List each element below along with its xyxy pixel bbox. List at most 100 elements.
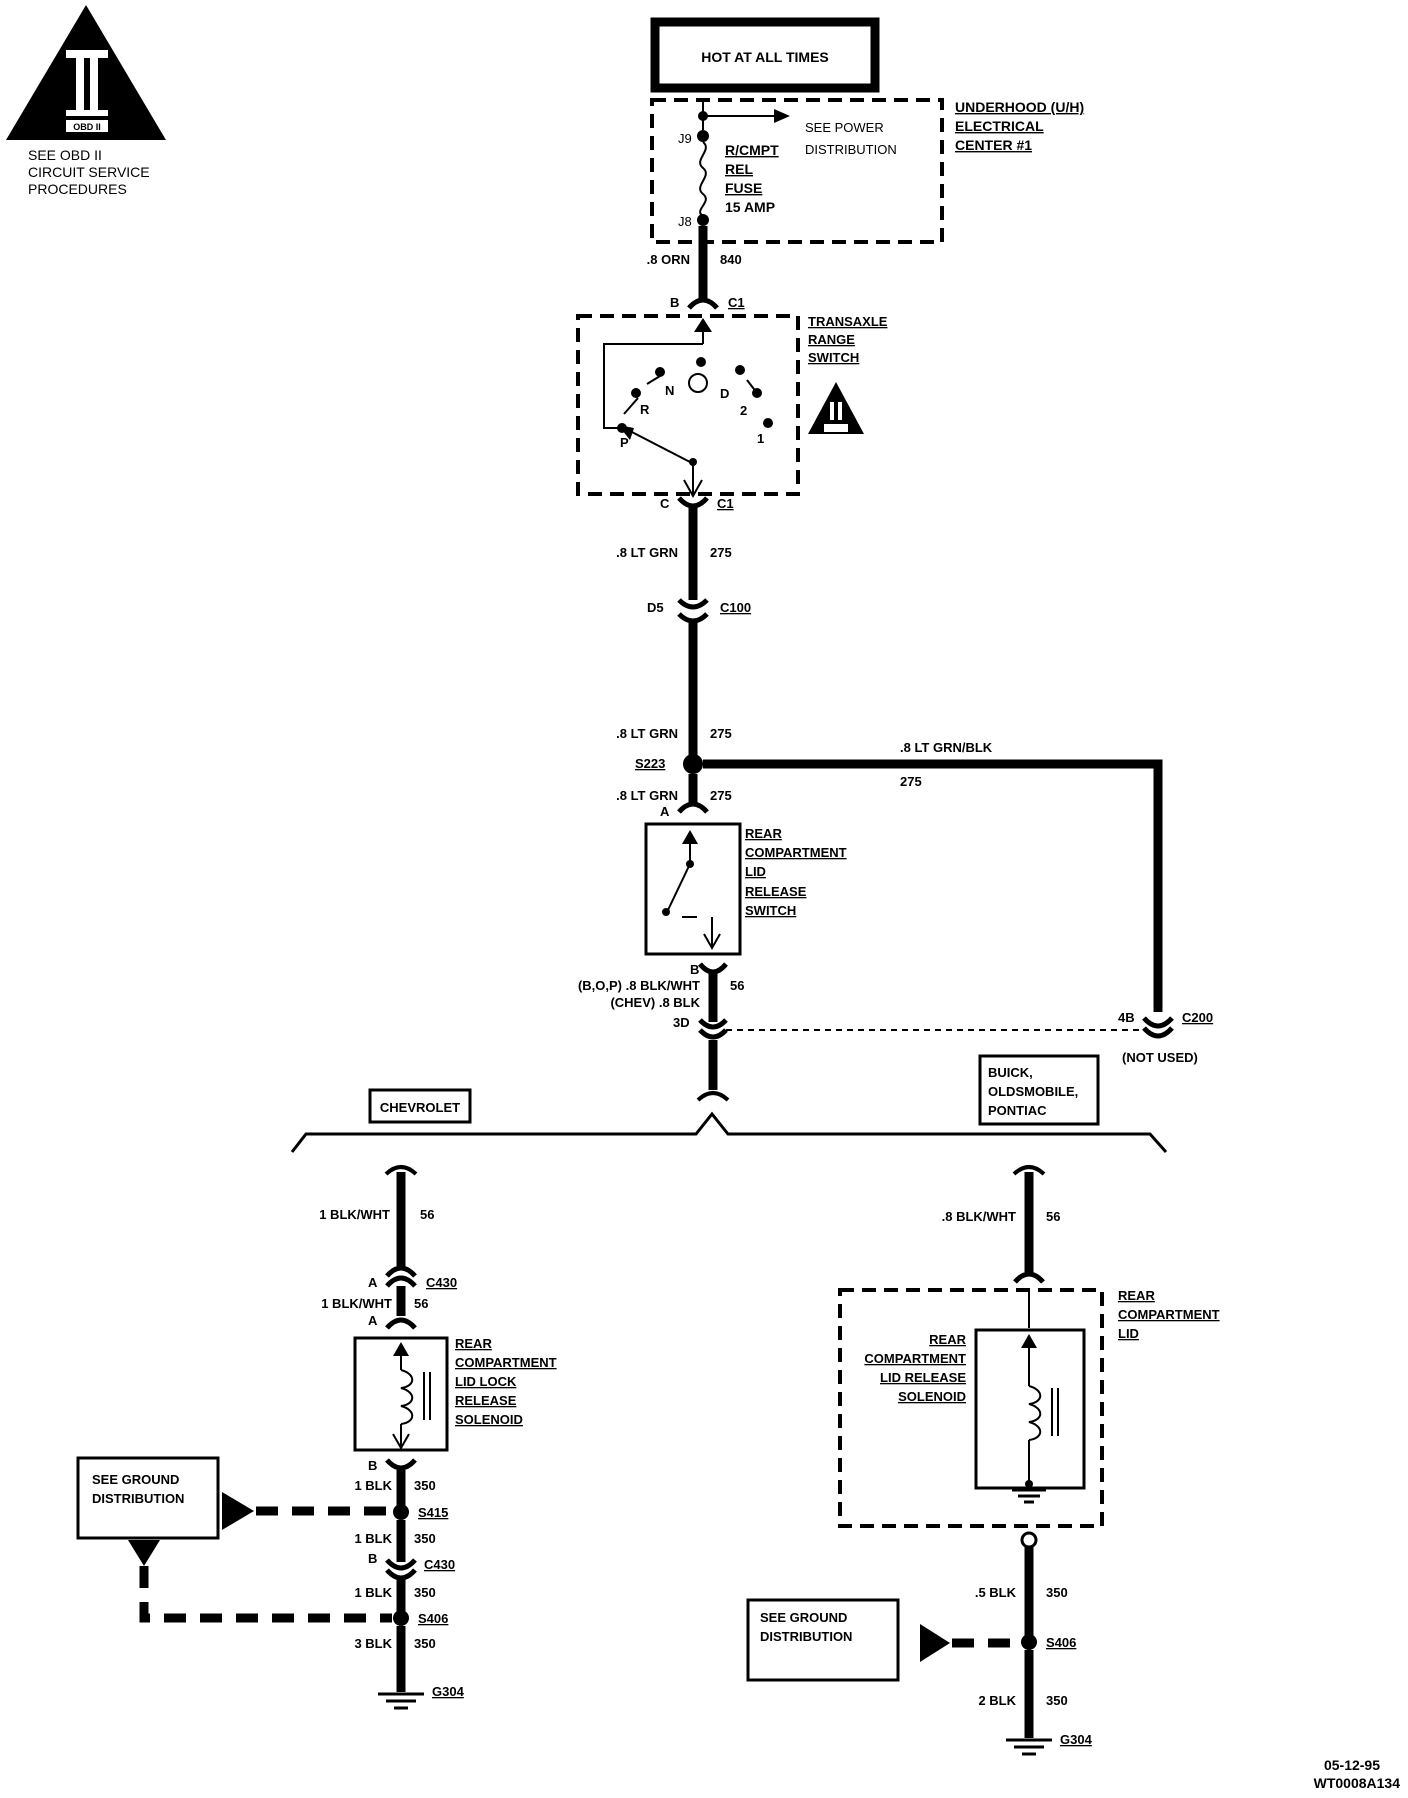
chev-wire-350-a-circuit: 350 (414, 1478, 436, 1493)
hot-at-all-times-label: HOT AT ALL TIMES (701, 49, 829, 65)
connector-c430-bottom-name: C430 (424, 1557, 455, 1572)
bop-see-ground-1: SEE GROUND (760, 1610, 847, 1625)
ground-g304-chev-label: G304 (432, 1684, 465, 1699)
ground-g304-bop (1006, 1738, 1052, 1756)
chev-wire-350-c-spec: 1 BLK (354, 1585, 392, 1600)
ground-g304-chev (378, 1692, 424, 1710)
chev-wire-350-a-spec: 1 BLK (354, 1478, 392, 1493)
bop-solenoid-label-1: REAR (929, 1332, 966, 1347)
bop-wire-top-circuit: 56 (1046, 1209, 1060, 1224)
splice-s406-chev-label: S406 (418, 1611, 448, 1626)
branch-wire-circuit: 275 (900, 774, 922, 789)
bop-lid-box (838, 1288, 1104, 1528)
chev-see-ground-2: DISTRIBUTION (92, 1491, 184, 1506)
connector-c430-top (385, 1265, 417, 1278)
obd-caption-line-1: SEE OBD II (28, 147, 102, 163)
chevrolet-label: CHEVROLET (380, 1100, 460, 1115)
bop-solenoid-box (974, 1328, 1086, 1490)
transaxle-label-2: RANGE (808, 332, 855, 347)
ground-g304-bop-label: G304 (1060, 1732, 1093, 1747)
release-switch-contact (667, 865, 690, 911)
connector-c100-pin: D5 (647, 600, 664, 615)
obd-badge-tag: OBD II (73, 122, 101, 132)
splice-s223 (683, 754, 703, 774)
chev-solenoid-label-4: RELEASE (455, 1393, 517, 1408)
switch-contact-arm (623, 427, 691, 463)
chev-solenoid-label-5: SOLENOID (455, 1412, 523, 1427)
position-p: P (620, 435, 629, 450)
chev-solenoid-label-3: LID LOCK (455, 1374, 517, 1389)
chev-see-ground-box (76, 1456, 220, 1540)
bop-label-2: OLDSMOBILE, (988, 1084, 1078, 1099)
bop-see-ground-2: DISTRIBUTION (760, 1629, 852, 1644)
see-power-distribution-1: SEE POWER (805, 120, 884, 135)
wire-275-branch (703, 759, 1163, 1012)
connector-c1-in-name: C1 (728, 295, 745, 310)
chev-wire-top-spec: 1 BLK/WHT (319, 1207, 390, 1222)
bop-lid-label-1: REAR (1118, 1288, 1155, 1303)
connector-c1-in (687, 297, 719, 310)
chev-wire-350-d-spec: 3 BLK (354, 1636, 392, 1651)
chev-see-ground-1: SEE GROUND (92, 1472, 179, 1487)
bop-solenoid-case-ground (1012, 1488, 1046, 1504)
connector-c1-out-name: C1 (717, 496, 734, 511)
wire-56-spec-chev: (CHEV) .8 BLK (610, 995, 700, 1010)
bop-box (978, 1054, 1100, 1126)
splice-s406-bop-label: S406 (1046, 1635, 1076, 1650)
chev-wire-350-d-circuit: 350 (414, 1636, 436, 1651)
connector-c200 (1142, 1016, 1174, 1029)
pin-j9: J9 (678, 131, 692, 146)
bop-lid-label-2: COMPARTMENT (1118, 1307, 1220, 1322)
wire-275-b-spec: .8 LT GRN (616, 726, 678, 741)
bop-wire-350-b-circuit: 350 (1046, 1693, 1068, 1708)
switch-return-path (603, 343, 703, 429)
position-2: 2 (740, 403, 747, 418)
release-switch-pin-b: B (690, 962, 699, 977)
chev-solenoid-label-1: REAR (455, 1336, 492, 1351)
chev-solenoid-label-2: COMPARTMENT (455, 1355, 557, 1370)
connector-c200-name: C200 (1182, 1010, 1213, 1025)
wire-275-c-circuit: 275 (710, 788, 732, 803)
release-switch-label-1: REAR (745, 826, 782, 841)
obd-ii-badge: OBD II (6, 5, 166, 140)
wire-56-circuit: 56 (730, 978, 744, 993)
fuse-symbol (699, 141, 707, 217)
bop-label-3: PONTIAC (988, 1103, 1047, 1118)
bop-wire-350-b-spec: 2 BLK (978, 1693, 1016, 1708)
splice-s415-label: S415 (418, 1505, 448, 1520)
footer-date: 05-12-95 (1324, 1757, 1380, 1773)
position-d: D (720, 386, 729, 401)
chev-solenoid-pin-a: A (368, 1313, 378, 1328)
connector-c430-bottom-pin: B (368, 1551, 377, 1566)
obd-caption-line-2: CIRCUIT SERVICE (28, 164, 150, 180)
transaxle-label-1: TRANSAXLE (808, 314, 888, 329)
underhood-label-3: CENTER #1 (955, 137, 1032, 153)
hot-at-all-times-box (650, 17, 880, 93)
wire-840-spec: .8 ORN (647, 252, 690, 267)
connector-c1-in-pin: B (670, 295, 679, 310)
connector-c100-name: C100 (720, 600, 751, 615)
chev-wire-350-b-spec: 1 BLK (354, 1531, 392, 1546)
wire-275-b-circuit: 275 (710, 726, 732, 741)
bop-solenoid-label-3: LID RELEASE (880, 1370, 966, 1385)
release-switch-label-4: RELEASE (745, 884, 807, 899)
chev-wire-350-b-circuit: 350 (414, 1531, 436, 1546)
release-switch-pin-a: A (660, 804, 670, 819)
chev-solenoid-pin-b: B (368, 1458, 377, 1473)
release-switch-label-3: LID (745, 864, 766, 879)
underhood-label-2: ELECTRICAL (955, 118, 1044, 134)
bop-solenoid-coil (1028, 1385, 1042, 1441)
fuse-label-1: R/CMPT (725, 142, 779, 158)
bop-wire-350-a-circuit: 350 (1046, 1585, 1068, 1600)
release-switch-box (644, 822, 742, 956)
underhood-center-box (650, 98, 944, 244)
chev-wire-top-circuit: 56 (420, 1207, 434, 1222)
connector-c100 (677, 598, 709, 610)
chev-wire-mid-circuit: 56 (414, 1296, 428, 1311)
wire-56-spec-bop: (B,O,P) .8 BLK/WHT (578, 978, 700, 993)
vehicle-split-bracket (290, 1111, 1168, 1153)
position-1: 1 (757, 431, 764, 446)
connector-c200-pin: 4B (1118, 1010, 1135, 1025)
splice-s223-label: S223 (635, 756, 665, 771)
pin-j8: J8 (678, 214, 692, 229)
